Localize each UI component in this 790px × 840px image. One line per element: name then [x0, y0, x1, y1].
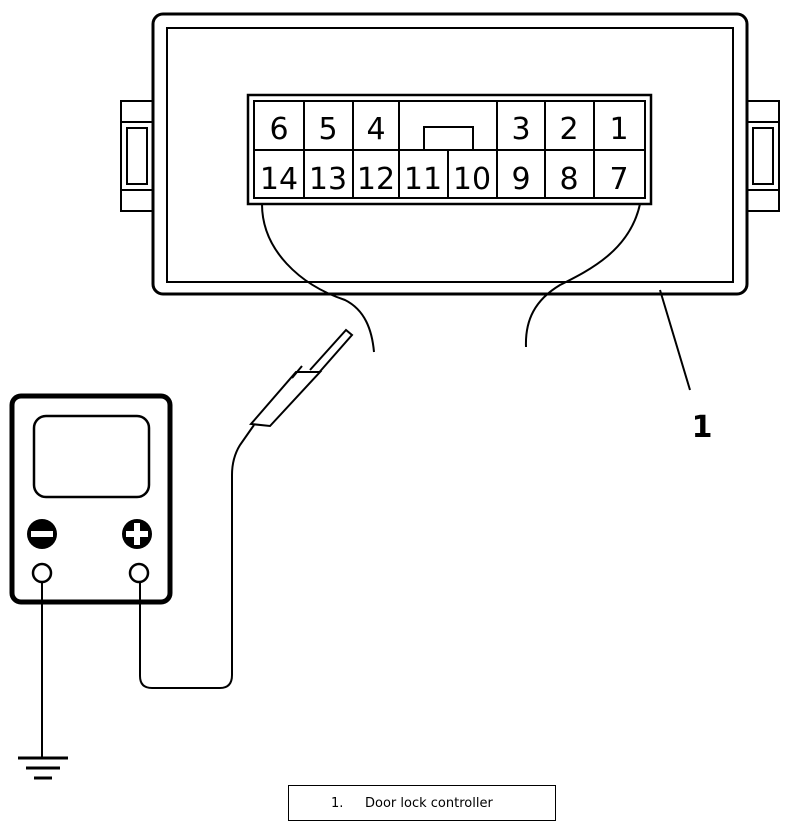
minus-jack: [31, 562, 53, 584]
pin-label: 6: [269, 112, 288, 147]
probe-body: [248, 371, 323, 428]
meter-display: [32, 414, 151, 499]
callout-number: 1: [692, 410, 713, 445]
controller-outer-housing: [151, 12, 749, 296]
multimeter: [9, 393, 173, 605]
pin-label: 12: [357, 162, 395, 197]
ground-lead: [18, 582, 68, 780]
controller-inner-frame: [166, 27, 734, 283]
pin-label: 14: [260, 162, 298, 197]
pin-label: 8: [559, 162, 578, 197]
legend-box: 1. Door lock controller: [288, 785, 556, 821]
plus-terminal-symbol: [122, 519, 152, 549]
connector: [246, 93, 653, 206]
connector-key: [423, 126, 474, 150]
probe-tip: [309, 328, 354, 377]
pin-label: 2: [559, 112, 578, 147]
harness-wire-left: [261, 203, 375, 353]
legend-number: 1.: [331, 795, 344, 811]
pin-label: 1: [609, 112, 628, 147]
probe-lead-wire: [139, 424, 255, 689]
left-mounting-tab: [120, 100, 154, 212]
pin-labels: 6 5 4 3 2 1 14 13 12 11 10 9 8 7: [260, 112, 629, 197]
pin-label: 4: [366, 112, 385, 147]
pin-label: 3: [511, 112, 530, 147]
right-mounting-tab: [746, 100, 780, 212]
test-probe: [248, 328, 354, 428]
plus-jack: [128, 562, 150, 584]
pin-label: 11: [404, 162, 442, 197]
pin-label: 10: [453, 162, 491, 197]
callout-leader: [659, 289, 691, 391]
wire-harness: [261, 203, 641, 353]
connector-outline: [246, 93, 653, 206]
pin-label: 13: [309, 162, 347, 197]
door-lock-controller: [120, 12, 780, 296]
pin-label: 5: [318, 112, 337, 147]
minus-terminal-symbol: [27, 519, 57, 549]
pin-label: 9: [511, 162, 530, 197]
harness-wire-right: [524, 203, 641, 348]
legend-text: Door lock controller: [365, 795, 493, 811]
meter-body: [9, 393, 173, 605]
pin-label: 7: [609, 162, 628, 197]
